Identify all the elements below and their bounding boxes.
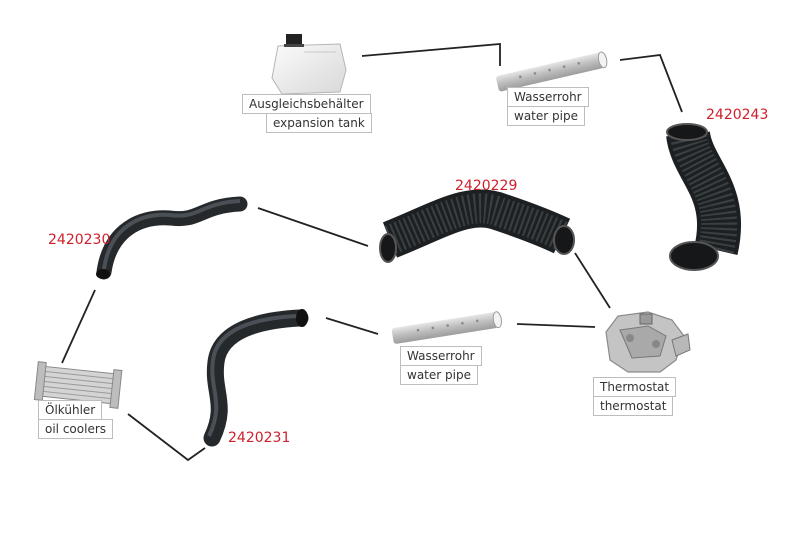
part-number-2420229: 2420229	[455, 178, 518, 194]
hose-2420230[interactable]	[96, 196, 248, 280]
line-tank-to-pipe	[361, 43, 501, 66]
label-thermostat-de: Thermostat	[593, 377, 677, 397]
label-expansion-tank-de: Ausgleichsbehälter	[242, 94, 371, 114]
part-number-2420231: 2420231	[228, 430, 291, 446]
label-thermostat-en: thermostat	[593, 396, 674, 416]
line-pipe-to-thermostat	[516, 323, 596, 328]
label-expansion-tank-en: expansion tank	[266, 113, 372, 133]
label-water-pipe-top-en: water pipe	[507, 106, 585, 126]
hose-2420243[interactable]	[666, 123, 742, 271]
line-2420230-to-2420229	[257, 207, 369, 247]
hose-2420229[interactable]	[379, 189, 575, 263]
thermostat-housing-icon	[605, 311, 691, 373]
oil-cooler-icon	[33, 361, 123, 409]
label-water-pipe-top-de: Wasserrohr	[507, 87, 589, 107]
label-water-pipe-mid-de: Wasserrohr	[400, 346, 482, 366]
line-2420231-to-pipe	[325, 317, 379, 335]
line-2420229-to-thermostat	[574, 252, 611, 309]
connector-lines	[61, 43, 683, 462]
label-water-pipe-mid-en: water pipe	[400, 365, 478, 385]
part-number-2420243: 2420243	[706, 107, 769, 123]
label-oil-coolers-de: Ölkühler	[38, 400, 103, 420]
line-oilcooler-to-2420231	[127, 413, 206, 462]
line-pipe-to-2420243	[619, 54, 683, 113]
water-pipe-icon	[496, 51, 608, 92]
water-pipe-icon	[391, 311, 502, 344]
label-oil-coolers-en: oil coolers	[38, 419, 114, 439]
line-2420230-to-oilcooler	[61, 289, 96, 364]
expansion-tank-icon	[271, 34, 347, 95]
part-number-2420230: 2420230	[48, 232, 111, 248]
hose-2420231[interactable]	[203, 309, 309, 447]
